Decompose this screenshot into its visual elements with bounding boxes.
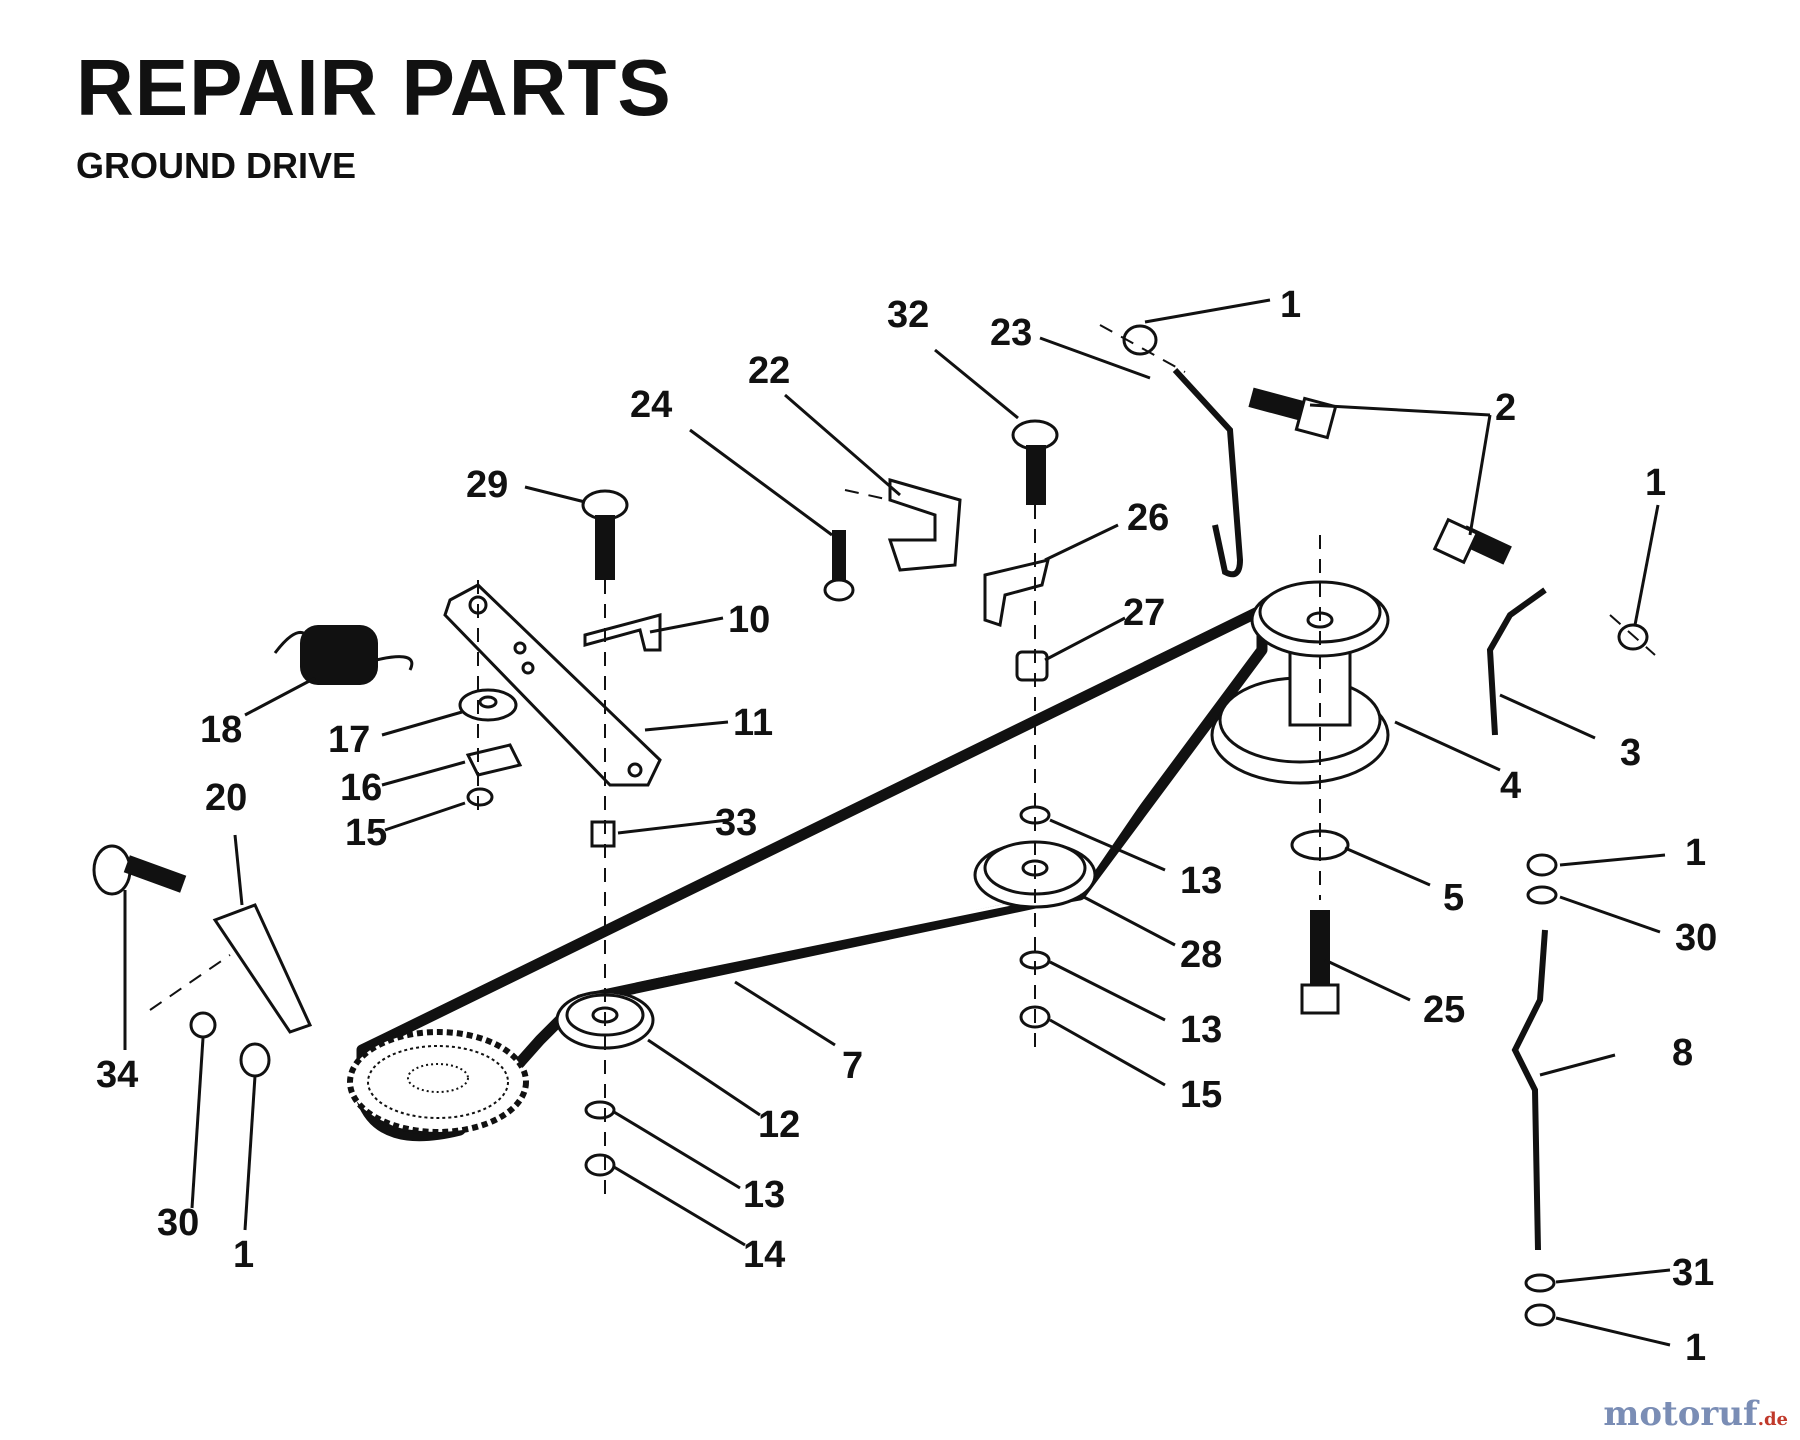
callout: 1 [1645, 462, 1666, 504]
spring-18 [273, 625, 414, 685]
callout: 34 [96, 1054, 138, 1096]
callout: 14 [743, 1234, 785, 1276]
callout: 17 [328, 719, 370, 761]
callout: 15 [345, 812, 387, 854]
callout: 30 [157, 1202, 199, 1244]
assembly-lines [149, 324, 1656, 1200]
callout: 18 [200, 709, 242, 751]
callout: 12 [758, 1104, 800, 1146]
page-title: REPAIR PARTS [76, 43, 672, 132]
callout: 1 [1280, 284, 1301, 326]
callout: 27 [1123, 592, 1165, 634]
callout: 1 [1685, 1327, 1706, 1369]
callout: 13 [743, 1174, 785, 1216]
page-subtitle: GROUND DRIVE [76, 145, 357, 186]
callout-numbers: 1 32 23 2 22 24 29 1 26 10 27 18 11 17 3… [96, 284, 1717, 1369]
watermark-brand: motoruf [1603, 1394, 1758, 1434]
callout: 3 [1620, 732, 1641, 774]
callout: 26 [1127, 497, 1169, 539]
callout: 30 [1675, 917, 1717, 959]
callout: 15 [1180, 1074, 1222, 1116]
callout: 7 [842, 1045, 863, 1087]
callout: 33 [715, 802, 757, 844]
control-rods [1172, 367, 1548, 1251]
callout: 32 [887, 294, 929, 336]
callout: 2 [1495, 387, 1516, 429]
callout: 13 [1180, 860, 1222, 902]
callout: 23 [990, 312, 1032, 354]
watermark-logo: motoruf.de [1603, 1394, 1788, 1434]
watermark-tld: .de [1757, 1409, 1788, 1430]
callout: 13 [1180, 1009, 1222, 1051]
callout: 4 [1500, 765, 1521, 807]
callout: 28 [1180, 934, 1222, 976]
callout: 1 [1685, 832, 1706, 874]
callout: 22 [748, 350, 790, 392]
callout: 5 [1443, 877, 1464, 919]
callout: 1 [233, 1234, 254, 1276]
small-hardware [92, 324, 1649, 1327]
callout: 16 [340, 767, 382, 809]
callout: 8 [1672, 1032, 1693, 1074]
ring-gear [347, 1029, 529, 1135]
callout: 20 [205, 777, 247, 819]
callout: 11 [733, 702, 773, 744]
callout: 24 [630, 384, 672, 426]
callout: 31 [1672, 1252, 1714, 1294]
callout: 25 [1423, 989, 1465, 1031]
callout: 29 [466, 464, 508, 506]
callout-leaders [123, 298, 1671, 1347]
callout: 10 [728, 599, 770, 641]
